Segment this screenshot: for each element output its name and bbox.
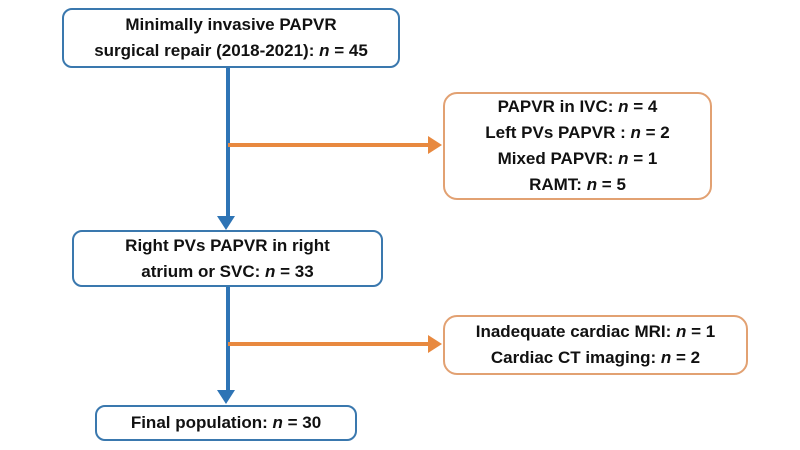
- flow-box-final-population: Final population: n = 30: [95, 405, 357, 441]
- arrow-down-icon: [217, 390, 235, 404]
- flow-box-exclusions-1: PAPVR in IVC: n = 4 Left PVs PAPVR : n = …: [443, 92, 712, 200]
- flow-box-text-line: Minimally invasive PAPVR: [125, 15, 337, 34]
- flow-box-text-line: atrium or SVC: n = 33: [141, 261, 314, 281]
- arrow-right-icon: [428, 136, 442, 154]
- flow-box-text-line: Mixed PAPVR: n = 1: [497, 149, 658, 168]
- flow-box-text-line: Left PVs PAPVR : n = 2: [485, 123, 670, 142]
- connector-middle-to-final-line: [226, 287, 230, 390]
- connector-start-to-middle-line: [226, 68, 230, 216]
- flow-box-text-line: RAMT: n = 5: [529, 175, 626, 194]
- flow-box-right-pvs-papvr: Right PVs PAPVR in right atrium or SVC: n…: [72, 230, 383, 287]
- flow-box-text-line: Final population: n = 30: [130, 413, 322, 432]
- arrow-down-icon: [217, 216, 235, 230]
- flow-box-text-line: Right PVs PAPVR in right: [125, 235, 330, 255]
- connector-exclusion-1-line: [228, 143, 428, 147]
- flow-box-text-line: Cardiac CT imaging: n = 2: [490, 348, 701, 367]
- flow-box-start-population: Minimally invasive PAPVR surgical repair …: [62, 8, 400, 68]
- flow-box-exclusions-2: Inadequate cardiac MRI: n = 1 Cardiac CT …: [443, 315, 748, 375]
- flow-box-text-line: surgical repair (2018-2021): n = 45: [94, 41, 368, 60]
- connector-exclusion-2-line: [228, 342, 428, 346]
- arrow-right-icon: [428, 335, 442, 353]
- flow-box-text-line: Inadequate cardiac MRI: n = 1: [475, 322, 716, 341]
- flow-box-text-line: PAPVR in IVC: n = 4: [497, 97, 658, 116]
